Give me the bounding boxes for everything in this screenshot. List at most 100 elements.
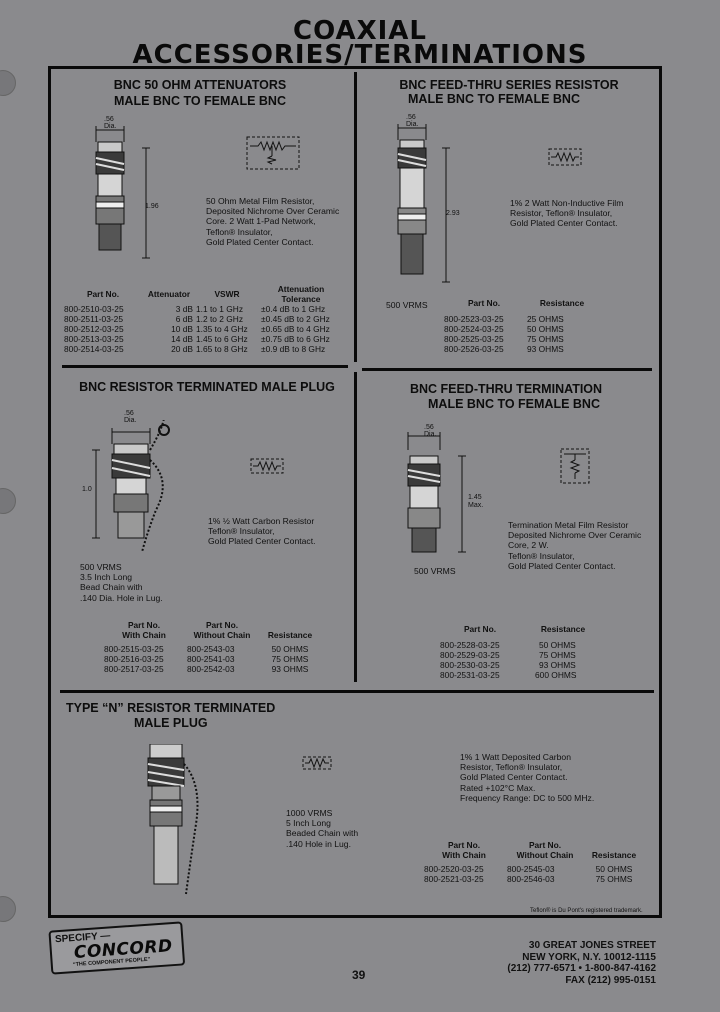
feedthru-heading-2: MALE BNC TO FEMALE BNC xyxy=(428,397,600,411)
terminated-plug-desc-line: Gold Plated Center Contact. xyxy=(208,536,316,547)
table-cell: 10 dB xyxy=(171,324,193,334)
column-header: Without Chain xyxy=(516,850,574,860)
series-resistor-dia-value: .56 xyxy=(406,114,416,121)
table-cell: 800-2531-03-25 xyxy=(440,670,500,680)
feedthru-dia-label: Dia. xyxy=(424,431,437,438)
feedthru-desc-line: Teflon® Insulator, xyxy=(508,550,575,561)
attenuators-description: 50 Ohm Metal Film Resistor, Deposited Ni… xyxy=(206,196,339,247)
column-header: Without Chain xyxy=(193,630,251,640)
divider-horizontal-2 xyxy=(60,690,654,693)
table-cell: 75 OHMS xyxy=(271,654,309,664)
terminated-plug-note-line: Bead Chain with xyxy=(80,582,143,593)
type-n-note-line: 1000 VRMS xyxy=(286,808,333,818)
table-cell: 800-2523-03-25 xyxy=(444,314,504,324)
column-header: Resistance xyxy=(591,850,637,860)
series-resistor-dia-label: Dia. xyxy=(406,121,419,128)
table-cell: 50 OHMS xyxy=(527,324,564,334)
type-n-heading-2: MALE PLUG xyxy=(134,716,208,730)
table-cell: 800-2511-03-25 xyxy=(64,314,123,324)
binder-hole-middle xyxy=(0,488,16,514)
table-cell: 800-2529-03-25 xyxy=(440,650,500,660)
table-cell: 800-2528-03-25 xyxy=(440,640,500,650)
column-header: Resistance xyxy=(539,298,585,308)
column-header: Part No. xyxy=(205,620,239,630)
attenuators-desc-line: Core. 2 Watt 1-Pad Network, xyxy=(206,216,316,227)
table-header-row: With Chain Without Chain Resistance xyxy=(104,630,323,640)
series-resistor-heading-2: MALE BNC TO FEMALE BNC xyxy=(408,92,580,106)
terminated-plug-desc-line: Teflon® Insulator, xyxy=(208,526,275,537)
table-cell: 50 OHMS xyxy=(271,644,309,654)
terminated-plug-note-line: 500 VRMS xyxy=(80,562,122,572)
type-n-note-line: 5 Inch Long xyxy=(286,818,331,829)
terminated-plug-length: 1.0 xyxy=(82,486,92,493)
table-cell: ±0.75 dB to 6 GHz xyxy=(261,334,330,344)
table-cell: 800-2512-03-25 xyxy=(64,324,124,334)
table-row: 800-2529-03-25 75 OHMS xyxy=(440,650,606,660)
series-resistor-connector-drawing xyxy=(397,124,450,283)
table-cell: 800-2513-03-25 xyxy=(64,334,124,344)
table-cell: 800-2516-03-25 xyxy=(104,654,164,664)
series-resistor-desc-line: Resistor, Teflon® Insulator, xyxy=(510,208,613,219)
table-cell: 1.35 to 4 GHz xyxy=(196,324,248,334)
column-header xyxy=(260,620,323,630)
feedthru-desc-line: Deposited Nichrome Over Ceramic xyxy=(508,530,642,541)
series-resistor-length: 2.93 xyxy=(446,210,460,217)
table-header-row: Part No. Resistance xyxy=(440,624,606,634)
feedthru-schematic-icon xyxy=(560,448,590,484)
column-header: With Chain xyxy=(442,850,486,860)
table-cell: 800-2510-03-25 xyxy=(64,304,124,314)
column-header: Resistance xyxy=(540,624,586,634)
column-header: Part No. xyxy=(86,289,120,299)
feedthru-desc-line: Termination Metal Film Resistor xyxy=(508,520,629,530)
feedthru-connector-drawing xyxy=(407,432,466,553)
terminated-plug-dia-label: Dia. xyxy=(124,417,137,424)
table-header-row: Part No. Part No. xyxy=(104,620,323,630)
type-n-symbol-icon xyxy=(302,756,332,770)
terminated-plug-heading: BNC RESISTOR TERMINATED MALE PLUG xyxy=(79,380,335,394)
table-cell: 75 OHMS xyxy=(527,334,564,344)
attenuators-desc-line: Gold Plated Center Contact. xyxy=(206,236,314,247)
table-cell: 75 OHMS xyxy=(539,650,576,660)
table-cell: 93 OHMS xyxy=(271,664,309,674)
attenuators-table: Part No. Attenuator VSWR Attenuation Tol… xyxy=(64,284,344,354)
attenuators-desc-line: Deposited Nichrome Over Ceramic xyxy=(206,206,340,217)
feedthru-vrms: 500 VRMS xyxy=(414,566,456,576)
concord-logo: SPECIFY — CONCORD “THE COMPONENT PEOPLE” xyxy=(48,921,186,980)
series-resistor-desc-line: 1% 2 Watt Non-Inductive Film xyxy=(510,198,624,208)
table-cell: 800-2515-03-25 xyxy=(104,644,164,654)
terminated-plug-table: Part No. Part No. With Chain Without Cha… xyxy=(104,620,323,674)
address-line: (212) 777-6571 • 1-800-847-4162 xyxy=(507,963,656,974)
catalog-frame xyxy=(48,66,662,918)
table-cell: 800-2545-03 xyxy=(507,864,555,874)
column-header: Part No. xyxy=(463,624,497,634)
column-header: Resistance xyxy=(267,630,313,640)
terminated-plug-drawing xyxy=(92,420,170,553)
table-header-row: Part No. Part No. xyxy=(424,840,645,850)
table-cell: 14 dB xyxy=(171,334,193,344)
series-resistor-heading-1: BNC FEED-THRU SERIES RESISTOR xyxy=(399,78,619,92)
column-header: Attenuation Tolerance xyxy=(277,284,325,304)
table-cell: 600 OHMS xyxy=(535,670,577,680)
table-cell: ±0.4 dB to 1 GHz xyxy=(261,304,326,314)
terminated-plug-notes: 500 VRMS 3.5 Inch Long Bead Chain with .… xyxy=(80,562,163,603)
column-header: Part No. xyxy=(447,840,481,850)
column-header: VSWR xyxy=(214,289,240,299)
trademark-note: Teflon® is Du Pont's registered trademar… xyxy=(530,908,643,914)
table-cell: 800-2514-03-25 xyxy=(64,344,124,354)
column-header xyxy=(586,840,645,850)
table-cell: 800-2520-03-25 xyxy=(424,864,484,874)
attenuator-schematic-icon xyxy=(246,136,300,170)
attenuators-length: 1.96 xyxy=(145,203,159,210)
type-n-table: Part No. Part No. With Chain Without Cha… xyxy=(424,840,645,884)
